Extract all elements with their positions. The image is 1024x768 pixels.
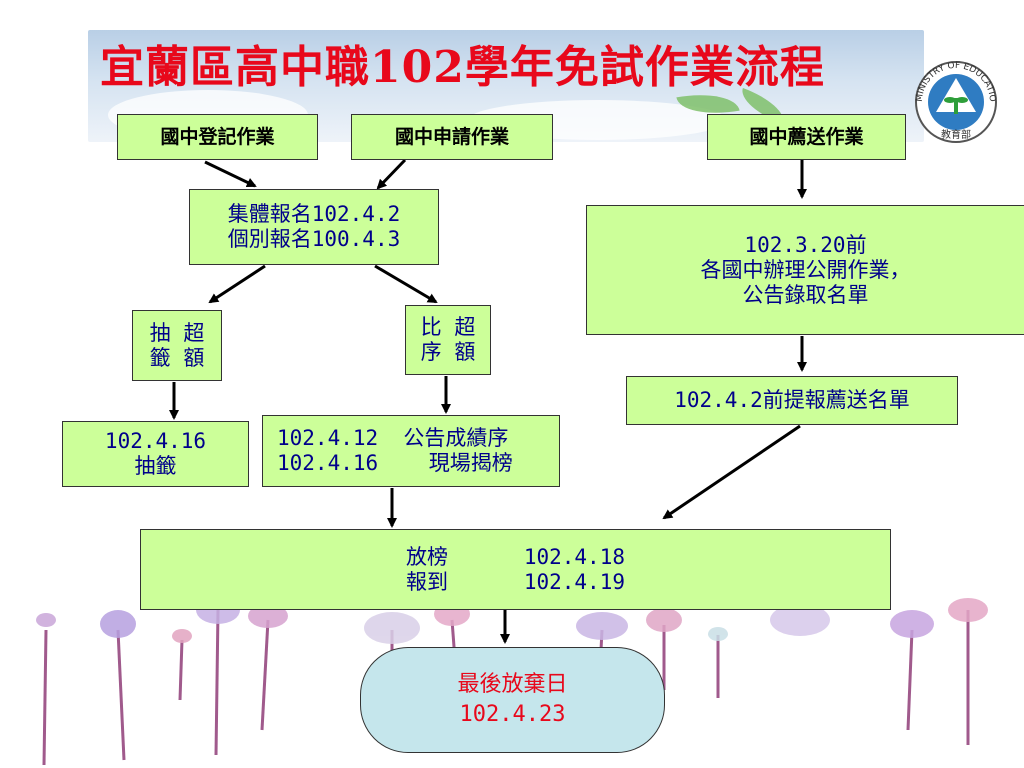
logo-subtext: 教育部 [941,128,971,141]
box-lottery-quota: 抽 超 籤 額 [132,310,222,381]
box-recommend: 國中薦送作業 [707,114,906,160]
arrow-apply-to-signup [376,158,407,190]
arrow-submit-to-release [662,424,801,520]
final-day-label: 最後放棄日 [457,672,568,697]
page-title: 宜蘭區高中職102學年免試作業流程 [100,42,825,93]
box-lottery-date: 102.4.16 抽籤 [62,421,249,487]
box-public-ops: 102.3.20前 各國中辦理公開作業， 公告錄取名單 [586,205,1024,335]
box-release: 放榜 102.4.18 報到 102.4.19 [140,529,891,610]
box-final-day: 最後放棄日 102.4.23 [360,647,665,753]
box-register: 國中登記作業 [117,114,318,160]
arrow-signup-to-rank [374,264,438,304]
box-rank-quota: 比 超 序 額 [405,305,491,375]
box-rank-dates: 102.4.12 公告成績序 102.4.16 現場揭榜 [262,415,560,487]
final-day-date: 102.4.23 [459,702,566,727]
box-submit-list: 102.4.2前提報薦送名單 [626,376,958,425]
ministry-of-education-logo: MINISTRY OF EDUCATION 教育部 [904,56,997,143]
arrow-register-to-signup [204,160,257,188]
arrow-signup-to-lottery [208,264,266,304]
flower-decoration [36,596,988,766]
box-signup: 集體報名102.4.2 個別報名100.4.3 [189,189,439,265]
box-apply: 國中申請作業 [351,114,553,160]
